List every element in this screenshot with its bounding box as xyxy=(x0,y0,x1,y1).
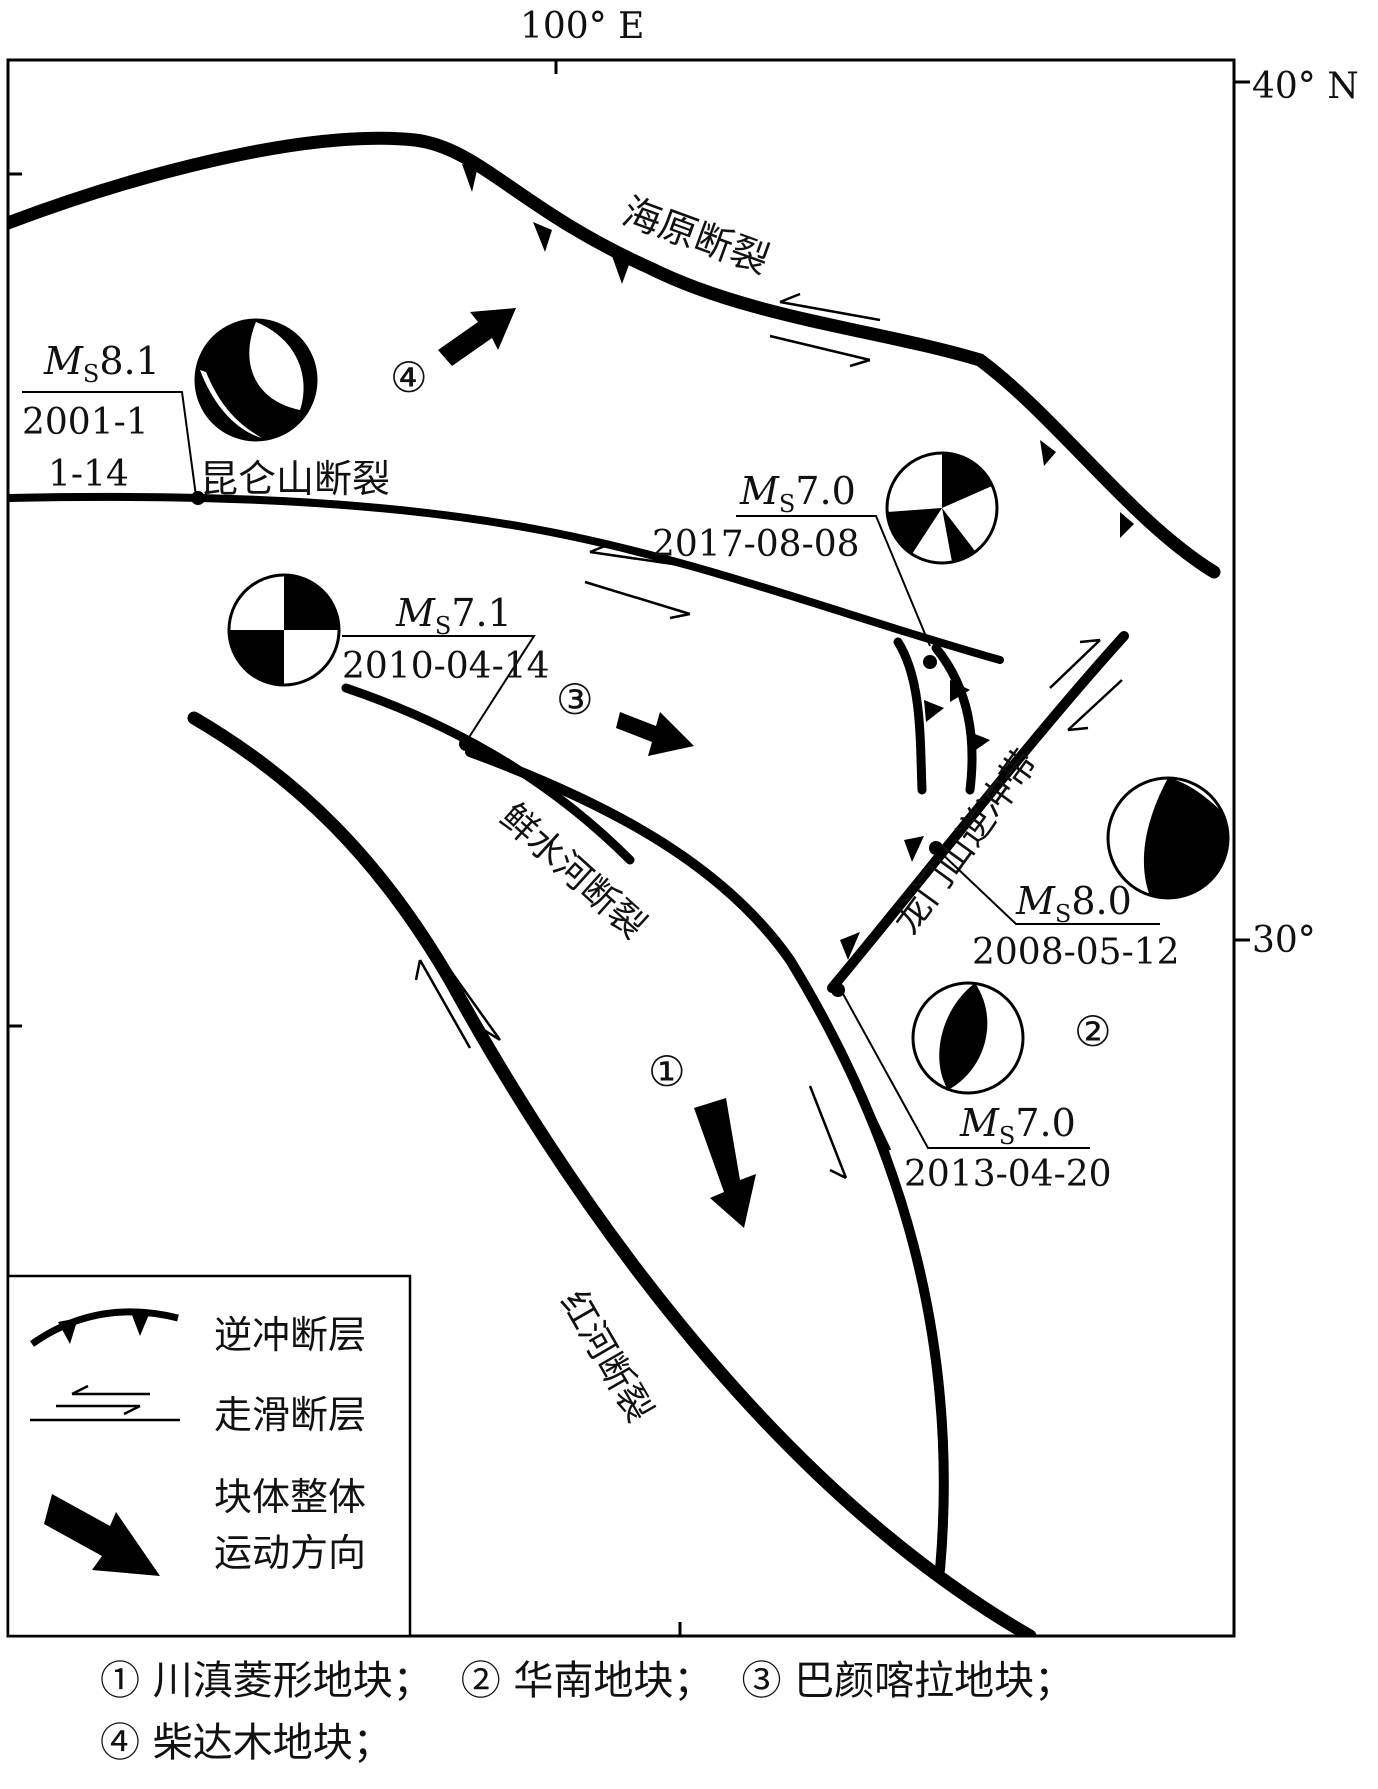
svg-text:MS7.0: MS7.0 xyxy=(739,469,856,518)
legend-motion-arrow xyxy=(44,1494,160,1576)
caption-item-2: ② 华南地块； xyxy=(460,1658,714,1704)
svg-text:2017-08-08: 2017-08-08 xyxy=(652,524,860,565)
eq-label-2010: MS7.1 2010-04-14 xyxy=(342,591,550,687)
svg-text:2013-04-20: 2013-04-20 xyxy=(904,1154,1112,1195)
beachball-2001 xyxy=(194,318,318,442)
svg-text:2001-1: 2001-1 xyxy=(22,402,149,443)
block-label-2: ② xyxy=(1074,1007,1112,1056)
legend-strike-slip-symbol xyxy=(30,1384,180,1422)
caption: ① 川滇菱形地块； ② 华南地块； ③ 巴颜喀拉地块； ④ 柴达木地块； xyxy=(100,1650,1102,1774)
longitude-label: 100° E xyxy=(520,6,644,47)
eq-label-2001: MS8.1 2001-1 1-14 xyxy=(22,339,160,495)
legend: 逆冲断层 走滑断层 块体整体 运动方向 xyxy=(6,1274,412,1638)
legend-motion-label-1: 块体整体 xyxy=(214,1475,366,1519)
longmenshan-thrust-teeth xyxy=(840,836,924,960)
xianshuihe-south-segment xyxy=(465,747,949,1575)
eq-label-2008: MS8.0 2008-05-12 xyxy=(972,879,1180,973)
block-label-3: ③ xyxy=(556,675,594,724)
haiyuan-thrust-teeth xyxy=(462,164,1134,538)
svg-text:2008-05-12: 2008-05-12 xyxy=(972,932,1180,973)
block-motion-arrows xyxy=(438,308,756,1228)
map-frame xyxy=(6,58,1236,1638)
legend-motion-label-2: 运动方向 xyxy=(214,1531,366,1575)
eq-label-2017: MS7.0 2017-08-08 xyxy=(652,469,860,565)
block-label-4: ④ xyxy=(390,353,428,402)
haiyuan-fault xyxy=(8,131,1221,579)
eq-label-2013: MS7.0 2013-04-20 xyxy=(904,1101,1112,1195)
latitude-label-30: 30° xyxy=(1252,920,1316,961)
leader-lines xyxy=(22,391,1160,1149)
legend-thrust-label: 逆冲断层 xyxy=(214,1313,366,1357)
beachball-2013 xyxy=(911,981,1025,1095)
motion-arrow-block1 xyxy=(694,1098,756,1228)
svg-text:2010-04-14: 2010-04-14 xyxy=(342,646,550,687)
svg-text:MS8.1: MS8.1 xyxy=(43,339,160,388)
beachball-2008 xyxy=(1106,776,1230,900)
svg-text:MS7.0: MS7.0 xyxy=(959,1101,1076,1150)
block-label-1: ① xyxy=(648,1047,686,1096)
caption-item-4: ④ 柴达木地块； xyxy=(100,1720,393,1766)
latitude-label-40n: 40° N xyxy=(1252,66,1359,107)
branch-fault-2 xyxy=(931,643,977,795)
motion-arrow-block4 xyxy=(438,308,516,366)
fault-name-honghe: 红河断裂 xyxy=(552,1284,660,1429)
motion-arrow-block3 xyxy=(616,712,694,756)
caption-item-3: ③ 巴颜喀拉地块； xyxy=(741,1658,1075,1704)
svg-text:MS7.1: MS7.1 xyxy=(395,591,512,640)
beachball-2010 xyxy=(227,573,341,687)
tick-marks xyxy=(8,60,1250,1636)
caption-item-1: ① 川滇菱形地块； xyxy=(100,1658,433,1704)
honghe-fault xyxy=(187,711,1037,1636)
legend-strike-slip-label: 走滑断层 xyxy=(214,1393,366,1437)
svg-text:MS8.0: MS8.0 xyxy=(1015,879,1132,928)
kunlun-fault xyxy=(8,492,1004,664)
svg-text:1-14: 1-14 xyxy=(48,454,129,495)
fault-name-kunlun: 昆仑山断裂 xyxy=(200,457,390,501)
branch-thrust-teeth xyxy=(924,680,990,754)
beachball-2017 xyxy=(885,451,999,565)
branch-fault-1 xyxy=(893,637,927,795)
legend-thrust-symbol xyxy=(29,1308,179,1347)
strike-slip-markers xyxy=(414,292,1123,1180)
epicenter-dots xyxy=(191,491,943,997)
longmenshan-fault xyxy=(827,631,1129,993)
